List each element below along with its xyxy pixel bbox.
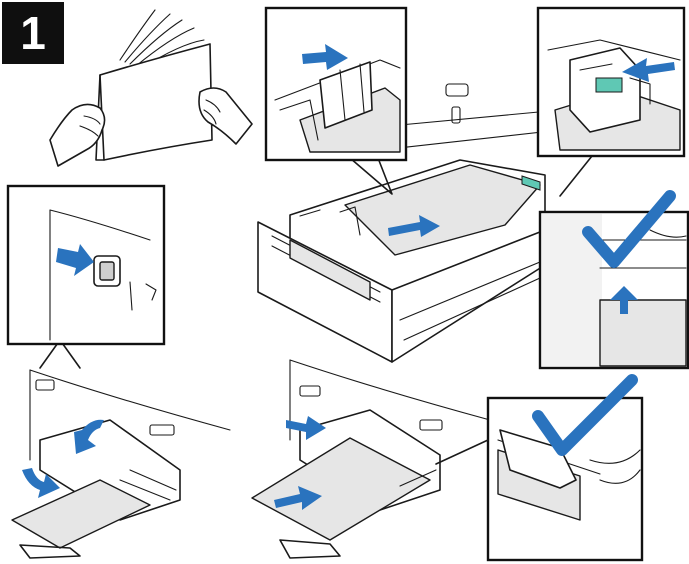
side-guide-inset xyxy=(538,8,684,196)
bypass-guide-inset xyxy=(488,380,642,560)
bypass-tray-loaded-illustration xyxy=(252,360,490,558)
fanned-paper-stack-illustration xyxy=(50,10,252,166)
bypass-tray-illustration xyxy=(12,370,230,558)
bypass-latch-inset xyxy=(8,186,164,368)
max-fill-line-inset xyxy=(540,196,688,368)
rear-guide-inset xyxy=(266,8,406,194)
